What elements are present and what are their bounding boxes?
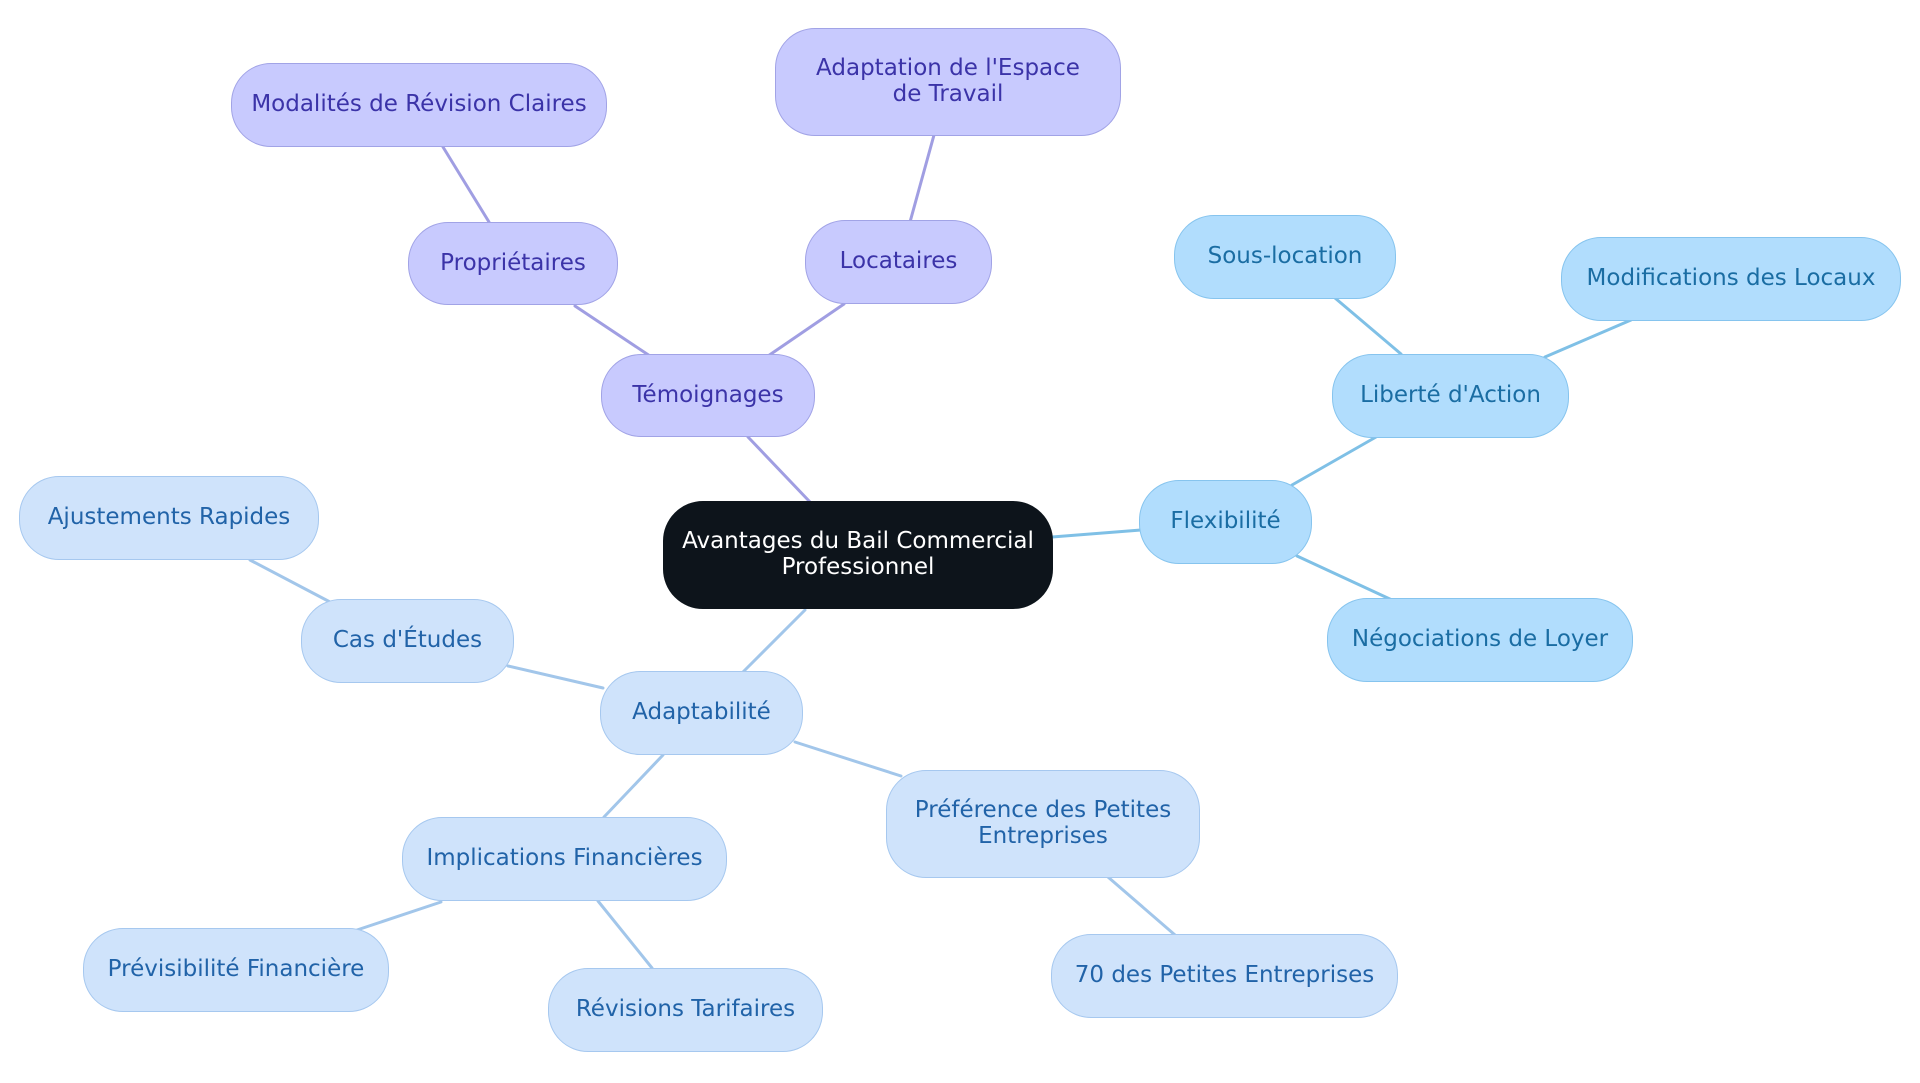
node-implications: Implications Financières: [402, 817, 727, 901]
edge-locataires-adaptation: [908, 133, 936, 224]
node-preference-label: Préférence des Petites Entreprises: [914, 797, 1172, 849]
node-modalites-label: Modalités de Révision Claires: [251, 91, 587, 118]
edge-cas-etudes-ajustements: [248, 558, 332, 604]
edge-preference-pourcentage: [1106, 875, 1177, 937]
node-liberte: Liberté d'Action: [1332, 354, 1569, 438]
node-liberte-label: Liberté d'Action: [1360, 382, 1541, 409]
node-previsibilite: Prévisibilité Financière: [83, 928, 389, 1012]
node-proprietaires-label: Propriétaires: [440, 249, 586, 276]
edge-implications-revisions: [596, 899, 654, 970]
node-modalites: Modalités de Révision Claires: [231, 63, 607, 147]
edge-temoignages-proprietaires: [573, 304, 652, 358]
node-preference: Préférence des Petites Entreprises: [886, 770, 1200, 878]
node-adaptabilite: Adaptabilité: [600, 671, 803, 755]
edge-adaptabilite-implications: [602, 753, 665, 819]
node-modifications-label: Modifications des Locaux: [1586, 265, 1876, 292]
node-adaptation-label: Adaptation de l'Espace de Travail: [816, 55, 1080, 107]
node-cas-etudes: Cas d'Études: [301, 599, 514, 683]
node-cas-etudes-label: Cas d'Études: [332, 627, 483, 654]
node-previsibilite-label: Prévisibilité Financière: [107, 956, 365, 983]
node-negociations-label: Négociations de Loyer: [1351, 626, 1609, 653]
edge-flexibilite-liberte: [1290, 435, 1378, 487]
node-revisions: Révisions Tarifaires: [548, 968, 823, 1052]
node-adaptabilite-label: Adaptabilité: [632, 699, 771, 726]
node-implications-label: Implications Financières: [426, 845, 703, 872]
root-label: Avantages du Bail Commercial Professionn…: [682, 528, 1034, 580]
node-proprietaires: Propriétaires: [408, 222, 618, 305]
edge-adaptabilite-preference: [793, 740, 903, 778]
node-temoignages: Témoignages: [601, 354, 815, 437]
node-modifications: Modifications des Locaux: [1561, 237, 1901, 321]
node-locataires: Locataires: [805, 220, 992, 304]
node-temoignages-label: Témoignages: [632, 381, 784, 408]
edge-proprietaires-modalites: [441, 145, 491, 224]
node-adaptation: Adaptation de l'Espace de Travail: [775, 28, 1121, 136]
node-sous-location-label: Sous-location: [1207, 243, 1363, 270]
edge-flexibilite-negociations: [1295, 554, 1394, 602]
edge-temoignages-locataires: [766, 302, 846, 358]
node-flexibilite: Flexibilité: [1139, 480, 1312, 564]
edge-adaptabilite-cas-etudes: [506, 664, 605, 690]
edge-liberte-modifications: [1543, 318, 1633, 359]
root-node: Avantages du Bail Commercial Professionn…: [663, 501, 1053, 609]
edge-implications-previsibilite: [355, 900, 443, 932]
node-ajustements-label: Ajustements Rapides: [47, 504, 291, 531]
node-ajustements: Ajustements Rapides: [19, 476, 319, 560]
edge-root-flexibilite: [1050, 528, 1143, 539]
node-locataires-label: Locataires: [839, 248, 958, 275]
node-flexibilite-label: Flexibilité: [1170, 508, 1281, 535]
node-revisions-label: Révisions Tarifaires: [575, 996, 796, 1023]
edge-root-temoignages: [746, 435, 812, 504]
edge-liberte-sous-location: [1333, 296, 1403, 356]
node-sous-location: Sous-location: [1174, 215, 1396, 299]
edge-root-adaptabilite: [741, 608, 807, 674]
node-pourcentage-label: 70 des Petites Entreprises: [1074, 962, 1375, 989]
node-negociations: Négociations de Loyer: [1327, 598, 1633, 682]
node-pourcentage: 70 des Petites Entreprises: [1051, 934, 1398, 1018]
